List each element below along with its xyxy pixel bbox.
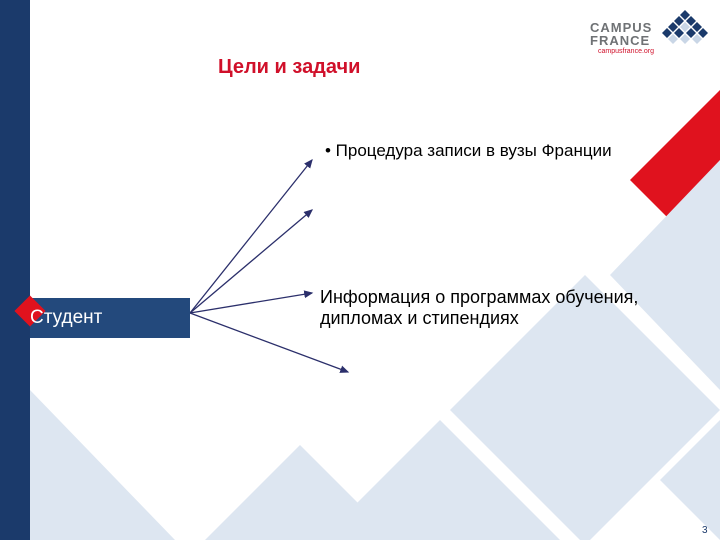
logo-line-2: FRANCE (590, 33, 651, 48)
logo-line-1: CAMPUS (590, 20, 653, 35)
logo-url: campusfrance.org (598, 48, 655, 55)
page-number: 3 (702, 525, 708, 536)
info-text: Информация о программах обучения, диплом… (320, 287, 639, 328)
logo-diamond-icon (662, 10, 708, 44)
student-label: Студент (30, 307, 103, 328)
left-accent-bar (0, 0, 30, 540)
slide-title: Цели и задачи (218, 56, 361, 78)
student-box (30, 298, 190, 338)
campus-france-logo: CAMPUS FRANCE campusfrance.org (590, 8, 715, 62)
procedure-text: • Процедура записи в вузы Франции (325, 141, 612, 160)
